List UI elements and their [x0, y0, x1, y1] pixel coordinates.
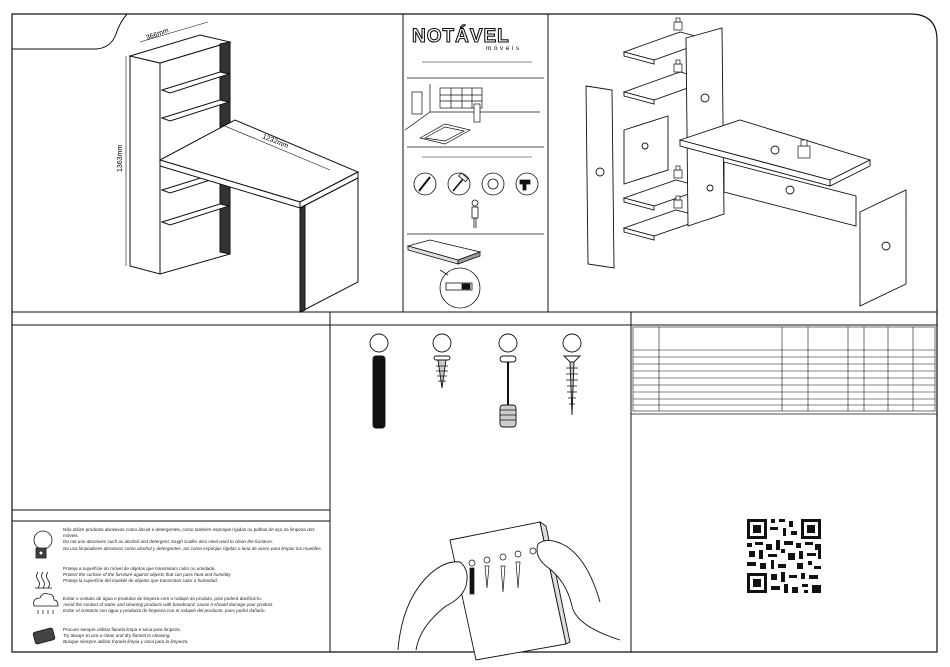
title-tab: [12, 13, 129, 50]
desk-dimension-drawing: [125, 21, 360, 313]
care-item-1-en: Do not use abrasives such as alcohol and…: [63, 539, 274, 545]
hardware-item-a: [369, 333, 389, 429]
care-item-2-en: Protect the surface of the furniture aga…: [63, 572, 232, 578]
hardware-label-c: C: [505, 338, 511, 345]
care-item-4-pt: Procure sempre utilizar flanela limpa e …: [63, 627, 181, 632]
board-detail: [406, 239, 482, 309]
water-cloud-icon: [33, 593, 59, 614]
care-item-2-es: Proteja la superficie del mueble de obje…: [63, 578, 219, 584]
brand-sub: móveis: [486, 45, 522, 52]
care-item-2-pt: Proteja a superfície do móvel de objetos…: [63, 566, 216, 571]
person-icon: [471, 199, 479, 228]
flannel-icon: [32, 627, 56, 645]
room-illustration: [404, 84, 540, 145]
hardware-item-b: [432, 333, 452, 389]
dimension-height: 1363mm: [117, 145, 124, 172]
care-item-2: Proteja a superfície do móvel de objetos…: [63, 566, 325, 585]
care-item-4-es: Busque siempre utilizar franela limpia y…: [63, 639, 189, 645]
sheet-border: [11, 13, 938, 653]
hardware-label-a: A: [376, 338, 381, 345]
tape-icon: [481, 172, 505, 196]
care-icons: [32, 530, 59, 645]
dimension-depth: 366mm: [145, 27, 169, 42]
tools-row: [413, 172, 539, 228]
care-item-3: Evitar o contato de água e produtos de l…: [63, 596, 325, 615]
hardware-list: [369, 333, 582, 429]
hammer-icon: [447, 172, 471, 196]
drill-icon: [515, 172, 539, 196]
brand-logo: NOTÁVEL móveis: [410, 22, 542, 52]
parts-table: [632, 326, 936, 412]
exploded-view-drawing: [585, 17, 907, 307]
brand-name: NOTÁVEL: [412, 25, 510, 47]
hands-holding-manual: [397, 521, 621, 661]
heat-icon: [35, 571, 52, 589]
no-chemicals-icon: [33, 530, 53, 559]
care-item-1: Não utilize produtos abrasivos como álco…: [63, 527, 325, 552]
care-item-3-en: Avoid the contact of water and cleaning …: [63, 602, 274, 608]
care-item-1-es: No usa limpiadores abrasivos como alcoho…: [63, 545, 322, 551]
care-item-4-en: Try always to use a clean and dry flanne…: [63, 633, 171, 639]
care-item-3-pt: Evitar o contato de água e produtos de l…: [63, 596, 262, 601]
care-item-1-pt: Não utilize produtos abrasivos como álco…: [63, 527, 315, 539]
screwdriver-icon: [413, 172, 437, 196]
hardware-item-c: [498, 333, 518, 428]
hardware-item-d: [562, 333, 582, 416]
care-item-3-es: Evitar el contacto con agua y producto d…: [63, 608, 266, 614]
hardware-label-d: D: [569, 338, 575, 345]
hardware-label-b: B: [439, 338, 444, 345]
care-item-4: Procure sempre utilizar flanela limpa e …: [63, 627, 325, 646]
qr-code: [746, 518, 822, 594]
